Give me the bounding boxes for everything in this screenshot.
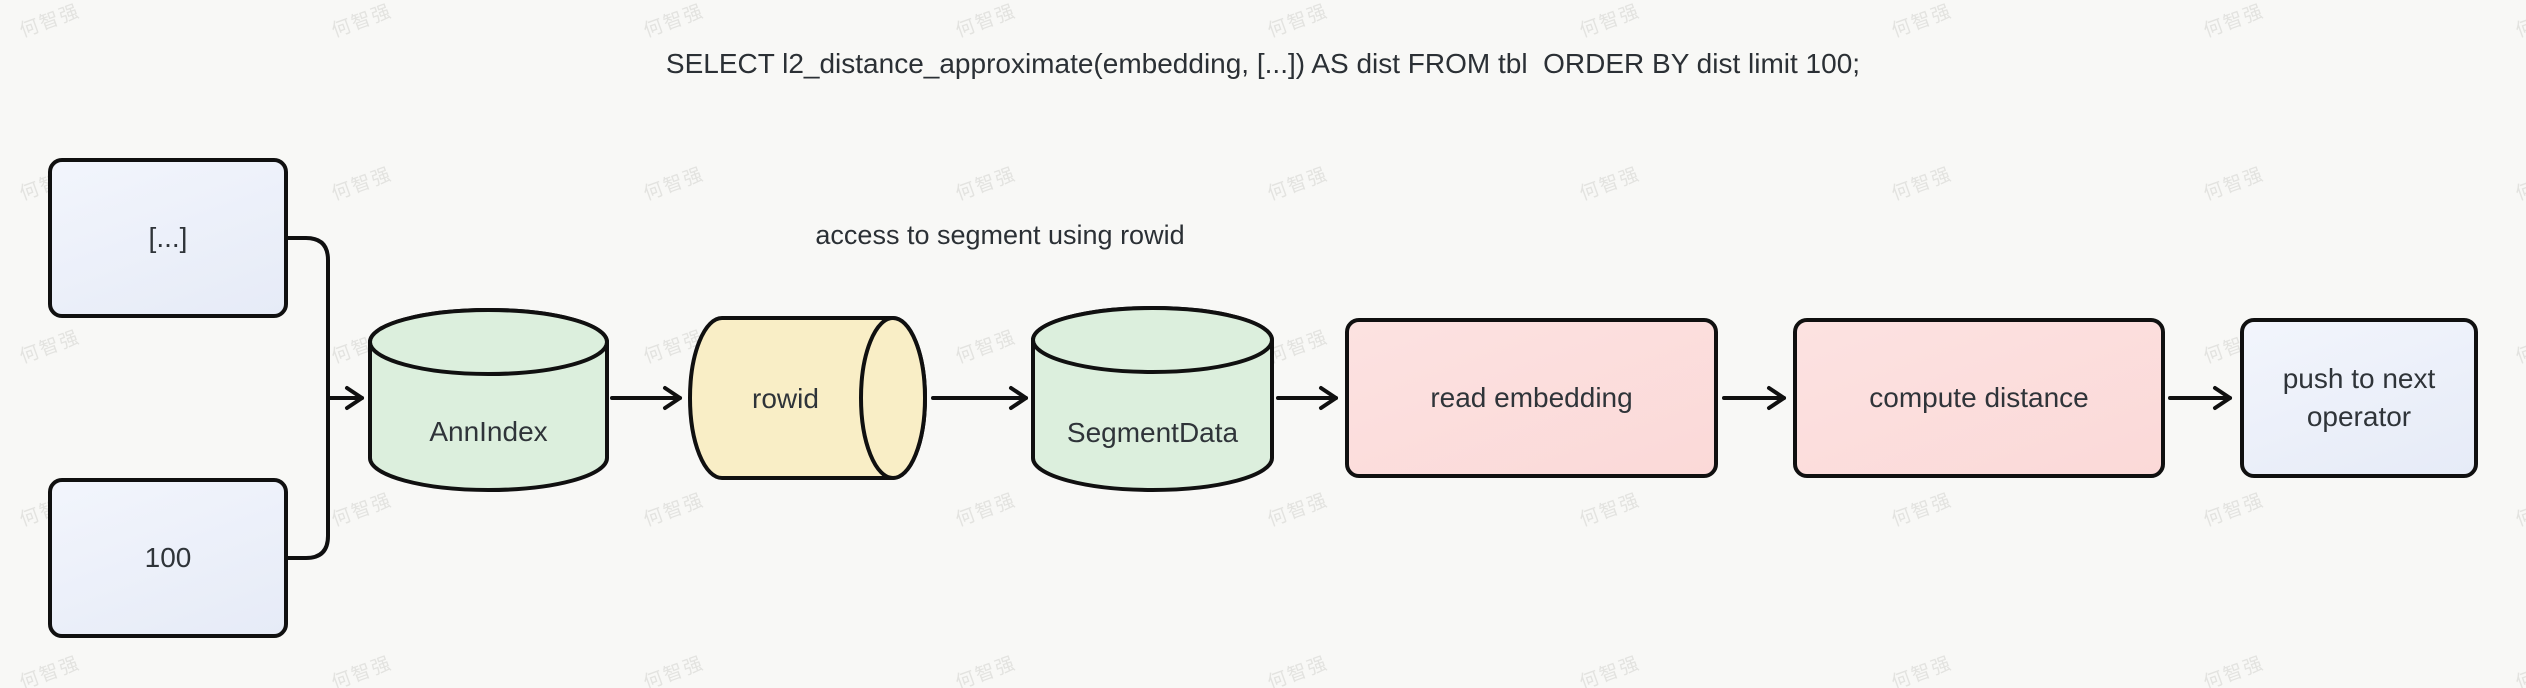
node-compute-distance: compute distance	[1793, 318, 2165, 478]
input-merge-connector	[286, 236, 330, 560]
segmentdata-label: SegmentData	[1066, 417, 1239, 448]
node-limit: 100	[48, 478, 288, 638]
node-query-vector-label: [...]	[148, 222, 188, 254]
rowid-cylinder	[688, 316, 927, 480]
node-push-to-next-operator-label: push to next operator	[2282, 363, 2436, 432]
node-read-embedding: read embedding	[1345, 318, 1718, 478]
segmentdata-cylinder	[1031, 306, 1274, 492]
node-query-vector: [...]	[48, 158, 288, 318]
annindex-label: AnnIndex	[429, 416, 548, 447]
rowid-label: rowid	[752, 383, 819, 414]
sql-query-title: SELECT l2_distance_approximate(embedding…	[665, 48, 1861, 79]
annotation-access-segment: access to segment using rowid	[815, 220, 1185, 250]
node-read-embedding-label: read embedding	[1430, 382, 1633, 414]
node-push-to-next-operator: push to next operator	[2240, 318, 2478, 478]
node-limit-label: 100	[144, 542, 192, 574]
node-compute-distance-label: compute distance	[1869, 382, 2089, 414]
annindex-cylinder	[368, 308, 609, 492]
